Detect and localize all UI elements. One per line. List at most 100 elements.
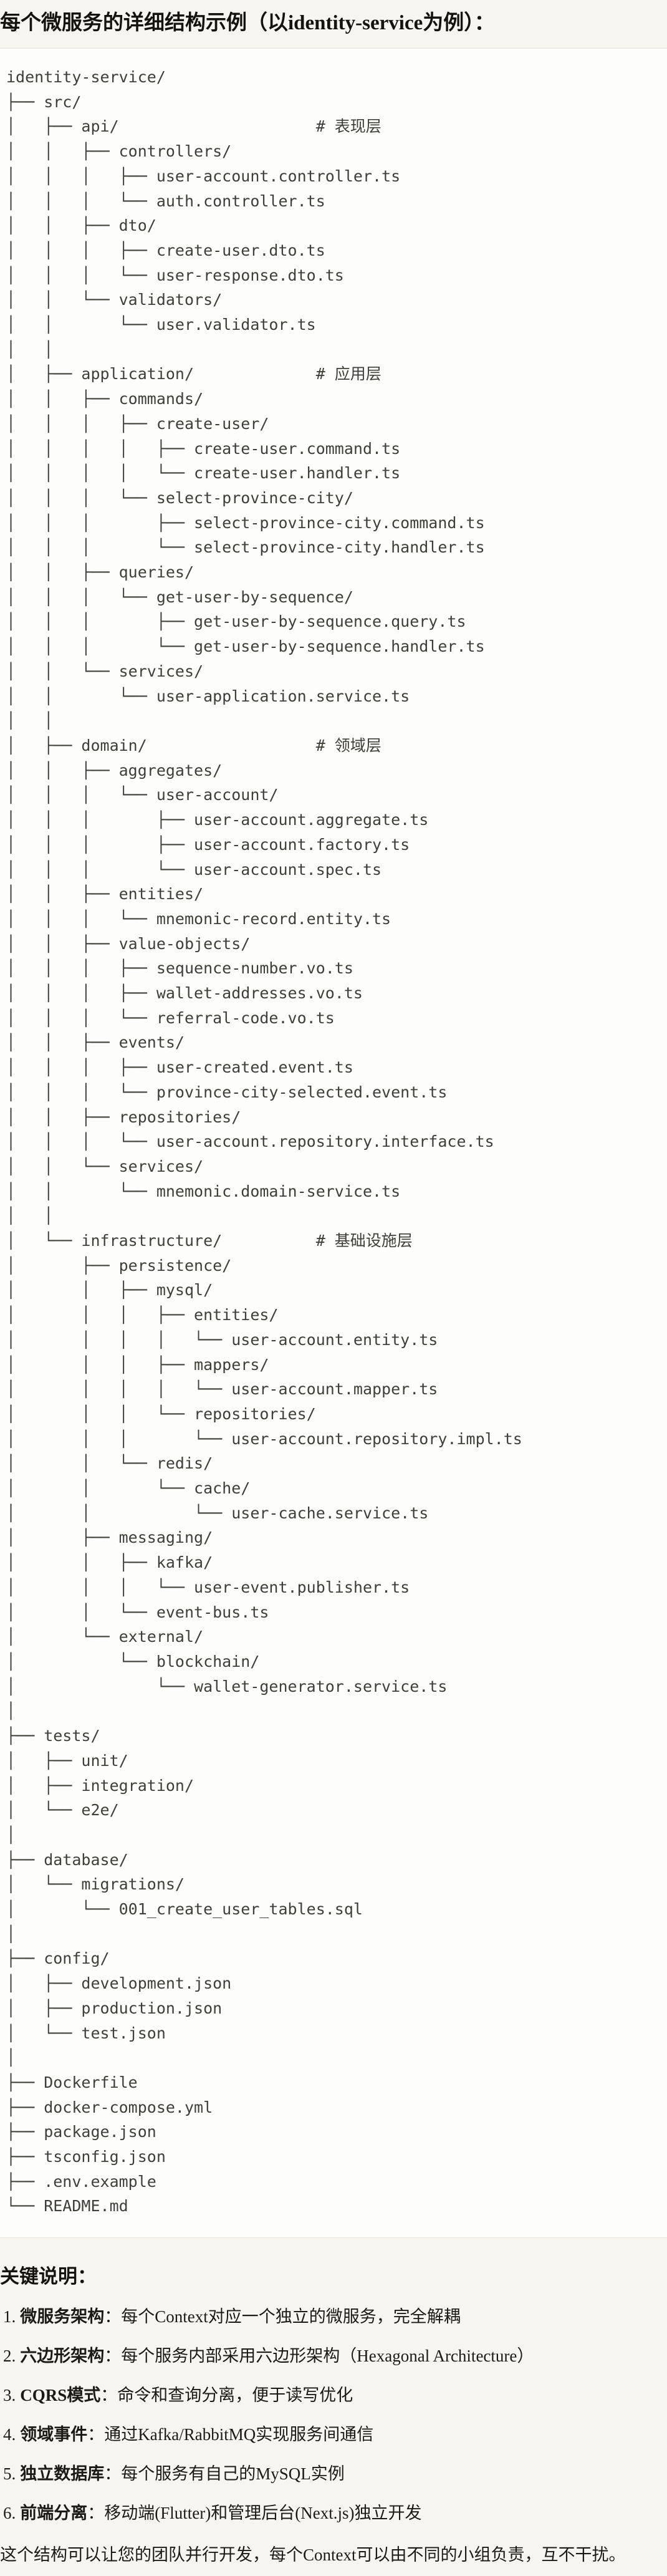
tree-line: │ │ │ ├── user-account.controller.ts [6,166,401,185]
tree-line: │ │ │ ├── user-created.event.ts [6,1058,353,1077]
tree-line: │ ├── persistence/ [6,1256,232,1275]
tree-line: │ ├── application/ # 应用层 [6,365,381,384]
tree-line: │ │ └── user-application.service.ts [6,687,410,705]
tree-line: │ │ │ └── repositories/ [6,1404,316,1423]
tree-line: │ └── 001_create_user_tables.sql [6,1900,363,1919]
tree-line: │ │ │ └── province-city-selected.event.t… [6,1083,448,1101]
tree-line: │ └── migrations/ [6,1875,185,1894]
tree-line: ├── tsconfig.json [6,2148,166,2166]
tree-line: │ │ └── cache/ [6,1479,251,1498]
tree-line: │ │ │ └── user-account.repository.interf… [6,1132,494,1151]
tree-line: │ │ │ ├── get-user-by-sequence.query.ts [6,612,466,631]
note-separator: ： [87,2504,105,2523]
tree-line: │ │ ├── repositories/ [6,1107,241,1126]
note-item: 5.独立数据库：每个服务有自己的MySQL实例 [3,2461,667,2486]
tree-line: ├── src/ [6,92,82,111]
tree-line: │ │ │ │ ├── create-user.command.ts [6,439,401,458]
tree-line: │ │ │ └── user-account/ [6,786,279,804]
tree-line: │ ├── development.json [6,1974,232,1993]
tree-line: identity-service/ [6,68,166,86]
note-label: CQRS模式 [20,2386,101,2405]
tree-line: │ │ │ └── user-response.dto.ts [6,266,344,284]
tree-line: │ └── blockchain/ [6,1652,260,1671]
tree-line: │ │ ├── kafka/ [6,1553,213,1572]
tree-line: │ │ ├── dto/ [6,216,156,235]
note-separator: ： [104,2307,122,2327]
tree-line: │ │ [6,1207,54,1225]
tree-line: │ │ │ ├── create-user.dto.ts [6,241,325,259]
tree-line: │ │ │ ├── create-user/ [6,414,269,433]
note-text: 每个服务内部采用六边形架构（Hexagonal Architecture） [121,2347,534,2366]
note-separator: ： [100,2386,118,2405]
tree-line: │ │ [6,340,54,359]
tree-line: │ └── test.json [6,2024,166,2042]
tree-line: │ │ ├── events/ [6,1033,185,1052]
note-number: 5. [3,2464,16,2484]
tree-line: │ ├── production.json [6,1999,223,2017]
note-text: 移动端(Flutter)和管理后台(Next.js)独立开发 [104,2504,422,2523]
note-text: 通过Kafka/RabbitMQ实现服务间通信 [104,2425,374,2444]
note-item: 1.微服务架构：每个Context对应一个独立的微服务，完全解耦 [3,2304,667,2329]
tree-line: │ │ └── user.validator.ts [6,316,316,334]
tree-line: │ └── external/ [6,1628,204,1646]
tree-line: │ │ ├── controllers/ [6,142,232,161]
note-label: 独立数据库 [20,2464,105,2484]
tree-line: │ │ └── services/ [6,1157,204,1175]
tree-line: │ └── wallet-generator.service.ts [6,1677,448,1696]
note-item: 4.领域事件：通过Kafka/RabbitMQ实现服务间通信 [3,2422,667,2447]
note-text: 每个Context对应一个独立的微服务，完全解耦 [121,2307,461,2327]
tree-line: │ │ │ └── select-province-city.handler.t… [6,538,485,557]
tree-line: │ ├── integration/ [6,1776,194,1795]
tree-line: │ │ │ └── referral-code.vo.ts [6,1008,335,1027]
tree-line: │ │ ├── mysql/ [6,1281,213,1300]
note-separator: ： [104,2347,122,2366]
tree-line: └── README.md [6,2197,128,2216]
tree-line: ├── .env.example [6,2172,156,2191]
tree-line: │ │ │ ├── user-account.aggregate.ts [6,811,429,829]
tree-line: │ [6,1825,16,1844]
tree-line: │ │ │ ├── sequence-number.vo.ts [6,959,353,978]
note-separator: ： [87,2425,105,2444]
tree-line: │ │ └── validators/ [6,291,223,309]
tree-line: │ │ ├── value-objects/ [6,934,251,953]
note-text: 每个服务有自己的MySQL实例 [121,2464,345,2484]
tree-line: │ │ └── services/ [6,662,204,680]
note-label: 六边形架构 [20,2347,105,2366]
note-item: 3.CQRS模式：命令和查询分离，便于读写优化 [3,2383,667,2408]
tree-line: │ │ │ │ └── user-account.mapper.ts [6,1380,438,1399]
notes-list: 1.微服务架构：每个Context对应一个独立的微服务，完全解耦 2.六边形架构… [0,2304,667,2525]
tree-line: │ │ │ ├── select-province-city.command.t… [6,513,485,532]
note-separator: ： [104,2464,122,2484]
tree-line: │ │ │ │ └── user-account.entity.ts [6,1330,438,1349]
note-number: 1. [3,2307,16,2327]
tree-line: │ [6,1924,16,1943]
note-number: 6. [3,2504,16,2523]
note-item: 2.六边形架构：每个服务内部采用六边形架构（Hexagonal Architec… [3,2343,667,2368]
tree-line: │ ├── messaging/ [6,1528,213,1547]
notes-heading: 关键说明： [0,2265,97,2288]
tree-line: │ ├── unit/ [6,1751,128,1770]
tree-line: ├── tests/ [6,1727,100,1745]
tree-line: │ │ └── redis/ [6,1454,213,1473]
tree-line: │ │ ├── aggregates/ [6,761,223,779]
note-label: 微服务架构 [20,2307,105,2327]
tree-line: │ │ ├── entities/ [6,885,204,904]
note-number: 2. [3,2347,16,2366]
tree-line: │ │ └── user-cache.service.ts [6,1503,429,1522]
tree-line: │ │ [6,712,54,730]
tree-line: │ │ │ └── user-event.publisher.ts [6,1578,410,1596]
note-text: 命令和查询分离，便于读写优化 [117,2386,353,2405]
directory-tree-code-block: identity-service/ ├── src/ │ ├── api/ # … [0,48,667,2239]
tree-line: ├── database/ [6,1850,128,1869]
tree-line: │ │ │ ├── entities/ [6,1306,279,1324]
tree-line: │ [6,1702,16,1720]
tree-line: │ ├── api/ # 表现层 [6,117,381,136]
note-number: 4. [3,2425,16,2444]
tree-line: │ │ │ └── get-user-by-sequence.handler.t… [6,637,485,656]
tree-line: │ │ │ │ └── create-user.handler.ts [6,464,401,483]
tree-line: │ │ │ └── auth.controller.ts [6,191,325,210]
tree-line: │ │ ├── commands/ [6,390,204,408]
tree-line: │ │ └── event-bus.ts [6,1603,269,1621]
tree-line: │ ├── domain/ # 领域层 [6,736,381,755]
note-label: 前端分离 [20,2504,88,2523]
